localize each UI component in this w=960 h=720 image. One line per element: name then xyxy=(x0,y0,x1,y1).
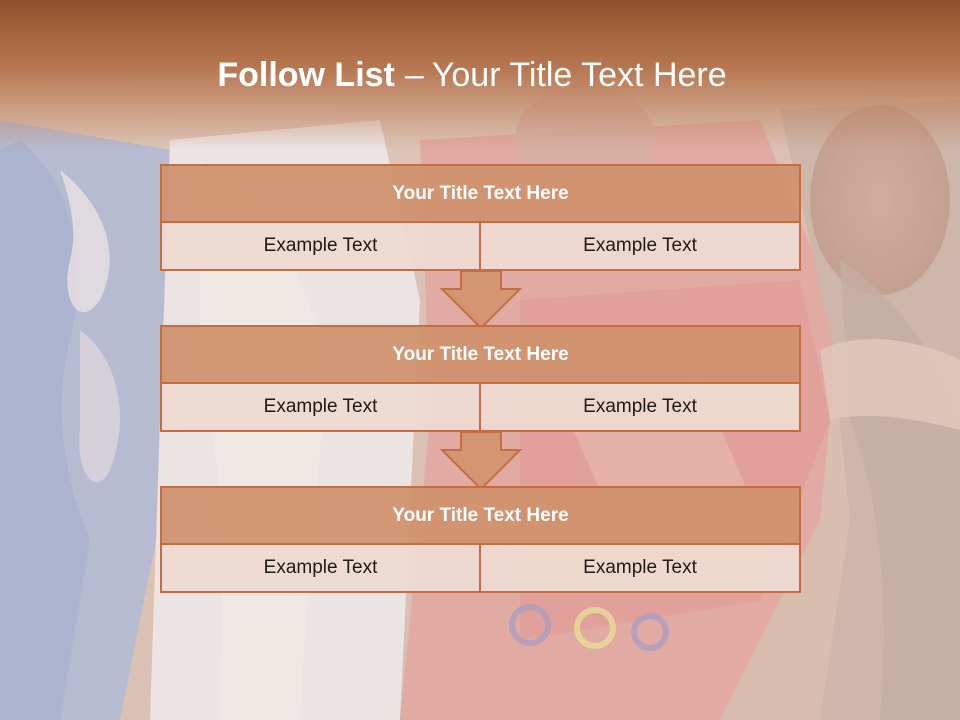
flow-block-2: Your Title Text Here Example Text Exampl… xyxy=(160,325,801,432)
down-arrow-icon xyxy=(440,432,522,491)
title-rest-part: Your Title Text Here xyxy=(431,56,727,94)
flow-block-1: Your Title Text Here Example Text Exampl… xyxy=(160,164,801,271)
slide-title: Follow List–Your Title Text Here xyxy=(0,52,944,98)
flow-block-title: Your Title Text Here xyxy=(160,486,801,545)
title-separator: – xyxy=(404,56,424,94)
flow-block-right-text: Example Text xyxy=(479,543,801,593)
flow-block-left-text: Example Text xyxy=(160,543,481,593)
flow-block-right-text: Example Text xyxy=(479,221,801,271)
down-arrow-icon xyxy=(440,271,522,330)
flow-block-3: Your Title Text Here Example Text Exampl… xyxy=(160,486,801,593)
flow-block-title: Your Title Text Here xyxy=(160,164,801,223)
flow-block-left-text: Example Text xyxy=(160,221,481,271)
header-band xyxy=(0,0,960,150)
flow-block-right-text: Example Text xyxy=(479,382,801,432)
flow-block-left-text: Example Text xyxy=(160,382,481,432)
title-bold-part: Follow List xyxy=(217,56,395,94)
flow-block-title: Your Title Text Here xyxy=(160,325,801,384)
